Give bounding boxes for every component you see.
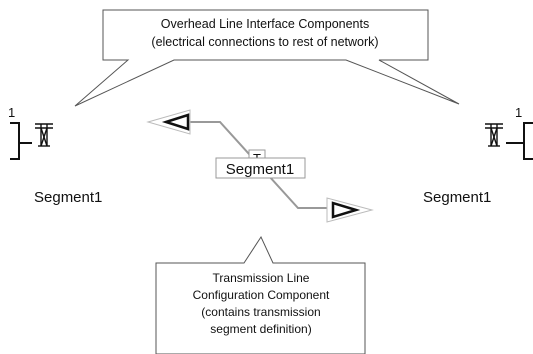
callout-bottom-line1: Transmission Line	[213, 271, 310, 285]
right-arrow-icon	[326, 197, 374, 223]
callout-top-line1: Overhead Line Interface Components	[161, 17, 369, 31]
right-interface-label: Segment1	[423, 189, 491, 206]
config-component[interactable]: T Segment1	[146, 109, 374, 223]
callout-top: Overhead Line Interface Components (elec…	[74, 9, 460, 107]
left-interface-label: Segment1	[34, 189, 102, 206]
left-tower-icon	[35, 123, 53, 147]
left-interface-component[interactable]: 1 Segment1	[8, 105, 102, 206]
left-node-number: 1	[8, 105, 15, 120]
callout-bottom-bubble	[155, 235, 366, 354]
right-tower-icon	[485, 123, 503, 147]
callout-top-bubble	[74, 9, 460, 107]
callout-bottom: Transmission Line Configuration Componen…	[155, 235, 366, 354]
config-label: Segment1	[226, 161, 294, 178]
config-label-box	[215, 157, 306, 179]
callout-top-line2: (electrical connections to rest of netwo…	[151, 35, 378, 49]
right-bus-bracket	[506, 122, 533, 160]
callout-bottom-line3: (contains transmission	[201, 305, 320, 319]
left-bus-bracket	[10, 122, 32, 160]
callout-bottom-line2: Configuration Component	[193, 288, 330, 302]
callout-bottom-line4: segment definition)	[210, 322, 311, 336]
right-interface-component[interactable]: 1 Segment1	[423, 105, 533, 206]
right-node-number: 1	[515, 105, 522, 120]
left-arrow-icon	[146, 109, 191, 135]
